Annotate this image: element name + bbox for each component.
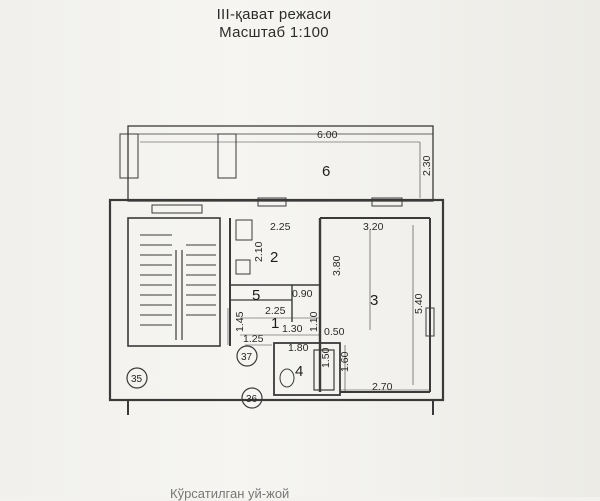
sink-icon <box>235 259 251 275</box>
dim-bath-tub: 1.50 <box>320 347 332 368</box>
stove-icon <box>235 219 253 241</box>
dim-room3-depth: 3.80 <box>331 255 343 276</box>
window-kitchen <box>257 197 287 207</box>
marker-37 <box>236 345 258 367</box>
window-stairs <box>151 204 203 214</box>
dim-balcony-width: 6.00 <box>317 129 338 141</box>
dim-hall-small: 0.50 <box>324 326 345 338</box>
dim-kitchen-width: 2.25 <box>270 221 291 233</box>
pillar-right <box>217 133 237 179</box>
dim-storage-depth: 0.90 <box>292 288 313 300</box>
bath-block <box>273 342 341 396</box>
footer-caption: Кўрсатилган уй-жой <box>170 486 290 501</box>
dim-bath-width: 1.80 <box>288 342 309 354</box>
dim-room3-side: 5.40 <box>413 293 425 314</box>
dim-kitchen-depth: 2.10 <box>253 241 265 262</box>
dim-bath-depth: 1.60 <box>339 351 351 372</box>
room-label-2: 2 <box>270 249 278 266</box>
toilet-icon <box>279 368 295 388</box>
balcony-outline <box>127 125 434 202</box>
marker-37-label: 37 <box>241 352 253 363</box>
marker-36 <box>241 387 263 409</box>
room-label-5: 5 <box>252 287 260 304</box>
pillar-left <box>119 133 139 179</box>
dim-storage-width: 2.25 <box>265 305 286 317</box>
plan-scale: Масштаб 1:100 <box>219 24 329 41</box>
outer-walls <box>108 198 445 402</box>
room-label-4: 4 <box>295 363 303 380</box>
room-label-1: 1 <box>271 315 279 332</box>
dim-entry-width: 1.25 <box>243 333 264 345</box>
marker-35 <box>126 367 148 389</box>
dim-room3-width-top: 3.20 <box>363 221 384 233</box>
room-label-3: 3 <box>370 292 378 309</box>
dim-room3-width-bottom: 2.70 <box>372 381 393 393</box>
bathtub <box>313 349 335 391</box>
room-label-6: 6 <box>322 163 330 180</box>
dim-balcony-depth: 2.30 <box>421 155 433 176</box>
dim-hall-side: 1.10 <box>308 311 320 332</box>
stair-block <box>127 217 221 347</box>
window-side <box>425 307 435 337</box>
window-room3 <box>371 197 403 207</box>
dim-hall-depth: 1.45 <box>234 311 246 332</box>
plan-title: III-қават режаси <box>216 6 332 23</box>
marker-35-label: 35 <box>131 374 143 385</box>
dim-hall-width: 1.30 <box>282 323 303 335</box>
marker-36-label: 36 <box>246 394 258 405</box>
